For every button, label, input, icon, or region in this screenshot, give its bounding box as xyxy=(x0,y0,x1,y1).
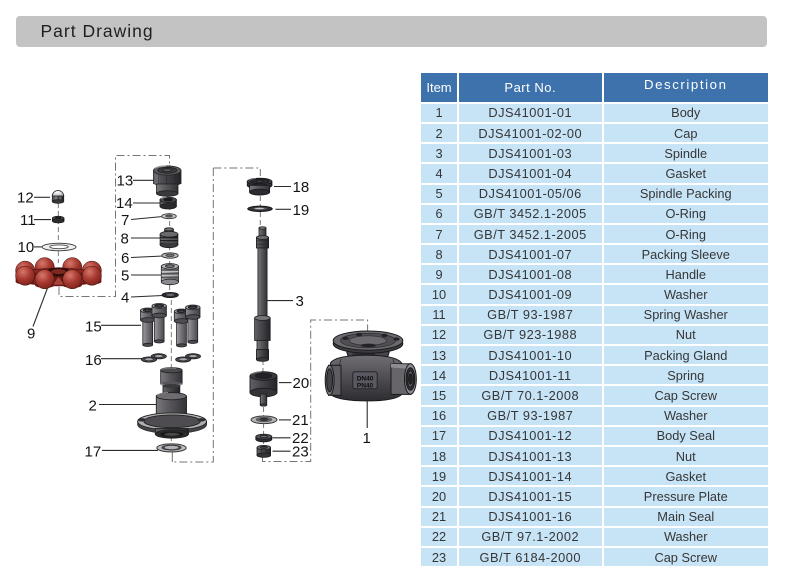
svg-text:8: 8 xyxy=(121,230,129,247)
svg-text:19: 19 xyxy=(293,202,310,219)
svg-text:13: 13 xyxy=(117,173,134,190)
svg-text:2: 2 xyxy=(89,398,97,415)
svg-text:23: 23 xyxy=(292,443,309,460)
svg-text:15: 15 xyxy=(85,318,102,335)
svg-text:16: 16 xyxy=(85,352,102,369)
svg-text:21: 21 xyxy=(292,412,309,429)
svg-text:9: 9 xyxy=(27,325,35,342)
svg-text:3: 3 xyxy=(296,293,304,310)
svg-text:5: 5 xyxy=(121,267,129,284)
svg-text:20: 20 xyxy=(293,375,310,392)
svg-text:DN40: DN40 xyxy=(357,376,374,383)
svg-text:18: 18 xyxy=(293,179,310,196)
svg-text:14: 14 xyxy=(116,195,133,212)
svg-text:6: 6 xyxy=(121,250,129,267)
svg-text:10: 10 xyxy=(18,239,35,256)
svg-text:12: 12 xyxy=(17,190,34,207)
svg-text:11: 11 xyxy=(20,212,36,229)
svg-text:PN40: PN40 xyxy=(357,383,374,390)
svg-text:17: 17 xyxy=(85,443,102,460)
svg-text:7: 7 xyxy=(121,212,129,229)
svg-text:22: 22 xyxy=(292,430,309,447)
svg-text:4: 4 xyxy=(121,289,129,306)
svg-text:1: 1 xyxy=(363,430,371,447)
